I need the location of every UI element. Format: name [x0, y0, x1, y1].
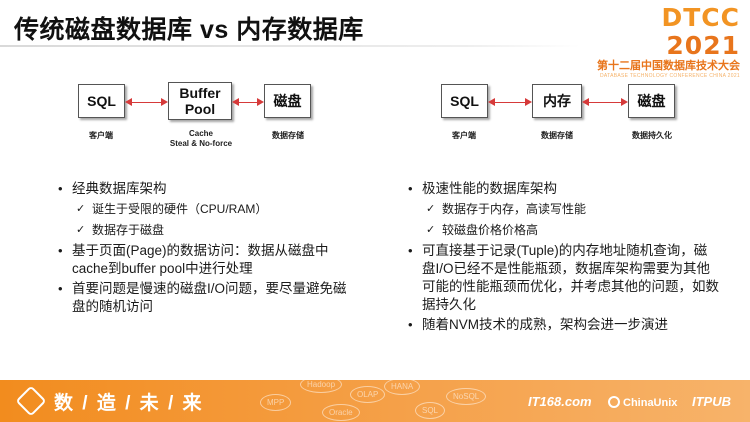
cloud-word: MPP — [260, 394, 292, 411]
list-item: 经典数据库架构 — [50, 180, 350, 198]
right-caption-persistence: 数据持久化 — [632, 131, 672, 140]
list-item: 随着NVM技术的成熟，架构会进一步演进 — [400, 316, 720, 334]
cloud-word: SQL — [415, 402, 446, 419]
left-disk-box: 磁盘 — [264, 84, 311, 118]
cloud-word: NoSQL — [446, 388, 487, 405]
page-title: 传统磁盘数据库 vs 内存数据库 — [14, 16, 364, 44]
right-arrow-1 — [488, 98, 532, 106]
right-arrow-2 — [582, 98, 628, 106]
check-icon: ✓ — [426, 224, 436, 236]
right-sql-box: SQL — [441, 84, 488, 118]
logo-subtitle: 第十二届中国数据库技术大会 — [597, 60, 740, 72]
sponsor-it168: IT168.com — [528, 394, 592, 409]
list-item: 极速性能的数据库架构 — [400, 180, 720, 198]
list-subitem: ✓诞生于受限的硬件（CPU/RAM） — [50, 200, 350, 219]
left-bufferpool-box: Buffer Pool — [168, 82, 232, 120]
slogan-mark-icon — [15, 385, 47, 417]
cloud-word: HANA — [384, 380, 421, 395]
list-subitem: ✓数据存于内存，高读写性能 — [400, 200, 720, 219]
check-icon: ✓ — [76, 203, 86, 215]
list-item: 可直接基于记录(Tuple)的内存地址随机查询，磁盘I/O已经不是性能瓶颈，数据… — [400, 242, 720, 314]
left-caption-cache: Cache Steal & No-force — [169, 129, 233, 148]
chinaunix-logo-icon — [608, 396, 620, 408]
list-subitem: ✓数据存于磁盘 — [50, 221, 350, 240]
right-caption-client: 客户端 — [452, 131, 476, 140]
left-caption-client: 客户端 — [89, 131, 113, 140]
list-item: 首要问题是慢速的磁盘I/O问题，要尽量避免磁盘的随机访问 — [50, 280, 350, 316]
left-bullet-list: 经典数据库架构 ✓诞生于受限的硬件（CPU/RAM） ✓数据存于磁盘 基于页面(… — [50, 180, 350, 318]
left-arrow-2 — [232, 98, 264, 106]
left-arrow-1 — [125, 98, 168, 106]
check-icon: ✓ — [76, 224, 86, 236]
footer-banner: Hadoop OLAP HANA MPP Oracle SQL NoSQL 数 … — [0, 380, 750, 422]
sponsor-itpub: ITPUB — [692, 394, 731, 409]
list-subitem: ✓较磁盘价格价格高 — [400, 221, 720, 240]
right-memory-box: 内存 — [532, 84, 582, 118]
check-icon: ✓ — [426, 203, 436, 215]
conference-logo: DTCC 2021 第十二届中国数据库技术大会 DATABASE TECHNOL… — [580, 4, 740, 80]
cloud-word: Hadoop — [300, 380, 343, 393]
right-caption-storage: 数据存储 — [541, 131, 573, 140]
list-item: 基于页面(Page)的数据访问：数据从磁盘中cache到buffer pool中… — [50, 242, 350, 278]
title-divider — [0, 45, 580, 47]
left-sql-box: SQL — [78, 84, 125, 118]
cloud-word: Oracle — [322, 404, 360, 421]
right-disk-box: 磁盘 — [628, 84, 675, 118]
sponsor-chinaunix: ChinaUnix — [608, 396, 677, 409]
right-bullet-list: 极速性能的数据库架构 ✓数据存于内存，高读写性能 ✓较磁盘价格价格高 可直接基于… — [400, 180, 720, 336]
left-caption-storage: 数据存储 — [272, 131, 304, 140]
logo-mark: DTCC 2021 — [661, 3, 740, 60]
logo-tagline: DATABASE TECHNOLOGY CONFERENCE CHINA 202… — [599, 73, 740, 79]
footer-slogan: 数 / 造 / 未 / 来 — [54, 393, 204, 414]
cloud-word: OLAP — [350, 386, 386, 403]
